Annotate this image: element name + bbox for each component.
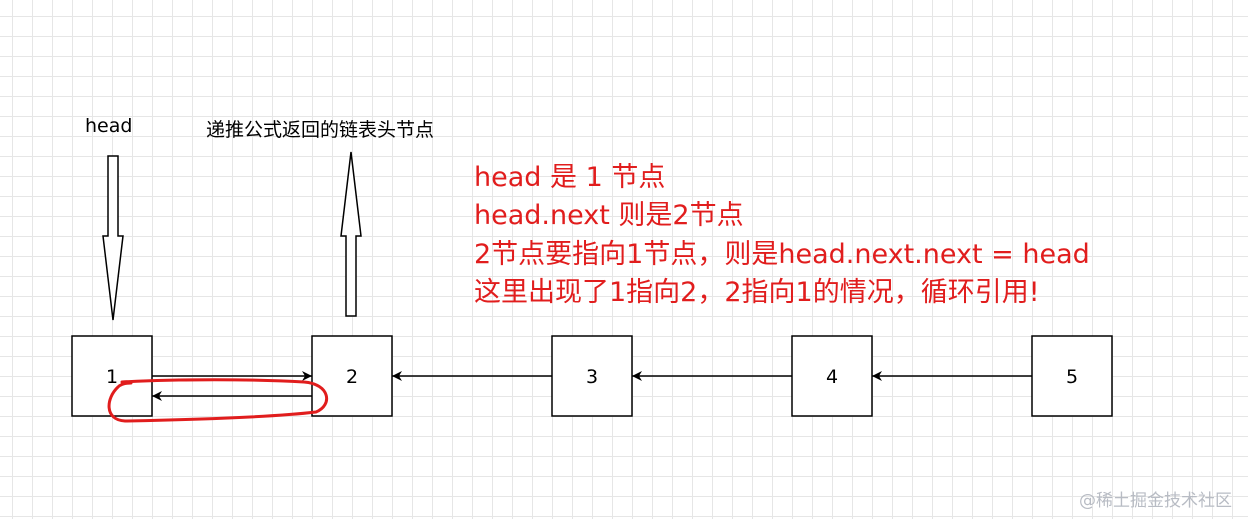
note-line-4: 这里出现了1指向2，2指向1的情况，循环引用! (474, 277, 1040, 308)
note-line-1: head 是 1 节点 (474, 162, 666, 193)
node-5-label: 5 (1066, 366, 1078, 388)
note-line-3: 2节点要指向1节点，则是head.next.next = head (474, 239, 1090, 270)
node-5: 5 (1031, 335, 1113, 417)
cycle-highlight-circle (107, 378, 329, 423)
returned-up-arrow (340, 151, 362, 317)
head-label: head (85, 115, 133, 137)
node-1-label: 1 (106, 366, 118, 388)
node-3-label: 3 (586, 366, 598, 388)
node-2-label: 2 (346, 366, 358, 388)
note-line-2: head.next 则是2节点 (474, 200, 744, 231)
head-down-arrow (102, 155, 124, 321)
node-3: 3 (551, 335, 633, 417)
node-1: 1 (71, 335, 153, 417)
returned-head-label: 递推公式返回的链表头节点 (206, 119, 435, 141)
node-4-label: 4 (826, 366, 838, 388)
node-4: 4 (791, 335, 873, 417)
watermark: @稀土掘金技术社区 (1079, 491, 1232, 511)
